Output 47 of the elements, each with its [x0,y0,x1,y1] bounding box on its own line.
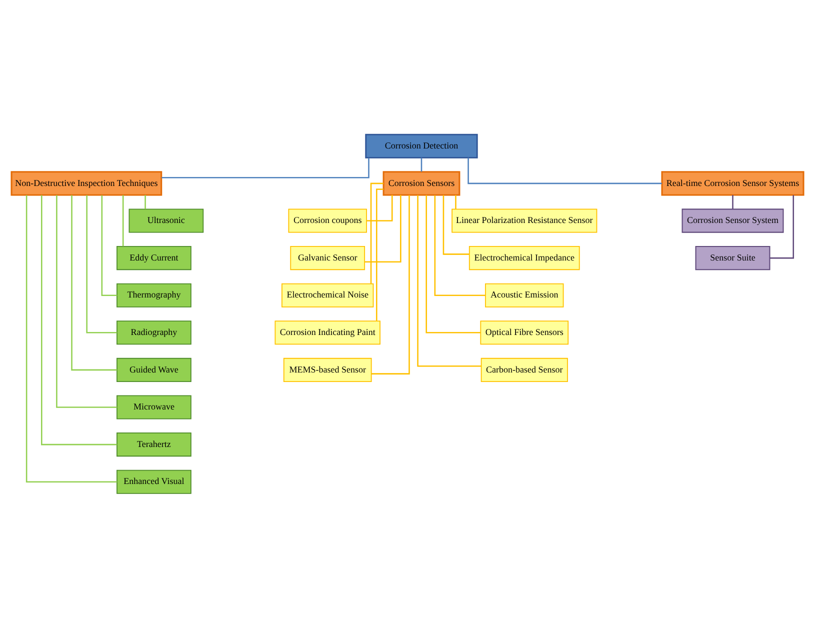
connector [26,194,117,482]
connector [426,194,481,333]
node-box: Carbon-based Sensor [480,357,568,382]
connector [71,194,117,370]
node-box: Electrochemical Noise [281,282,374,307]
connector [370,182,384,284]
node-box: Corrosion Indicating Paint [274,320,380,344]
node-box: Galvanic Sensor [290,246,366,270]
node-box: Real-time Corrosion Sensor Systems [661,170,804,196]
node-box: Microwave [116,394,192,419]
connector [468,157,662,184]
node-box: Corrosion coupons [288,208,367,232]
connector [86,194,117,333]
node-box: Terahertz [116,432,192,456]
node-box: Non-Destructive Inspection Techniques [10,170,162,196]
node-box: Ultrasonic [128,208,204,232]
connector [144,194,146,209]
connector [372,194,410,374]
node-box: Eddy Current [116,246,192,270]
node-box: Optical Fibre Sensors [480,320,569,344]
connector [56,194,117,408]
node-box: Guided Wave [116,357,192,382]
connector [770,194,794,258]
node-box: Corrosion Sensor System [682,208,784,232]
node-box: Linear Polarization Resistance Sensor [452,208,598,232]
node-box: Thermography [116,282,192,307]
node-box: Radiography [116,320,192,344]
connector [420,157,422,172]
connector [101,194,117,296]
node-box: Electrochemical Impedance [468,246,580,270]
connector [417,194,482,366]
node-box: Enhanced Visual [116,469,192,494]
connector [364,194,402,262]
connector [376,188,384,320]
connector [366,194,393,221]
node-box: Sensor Suite [695,245,770,270]
node-box: Corrosion Sensors [382,170,460,196]
node-box: Corrosion Detection [365,133,478,158]
connector [442,194,470,254]
connector [455,194,456,209]
connector [122,194,124,246]
node-box: Acoustic Emission [485,282,564,307]
connector [434,194,486,296]
connector [732,194,734,209]
connector [162,157,370,178]
connector [41,194,117,445]
node-box: MEMS-based Sensor [283,357,372,382]
